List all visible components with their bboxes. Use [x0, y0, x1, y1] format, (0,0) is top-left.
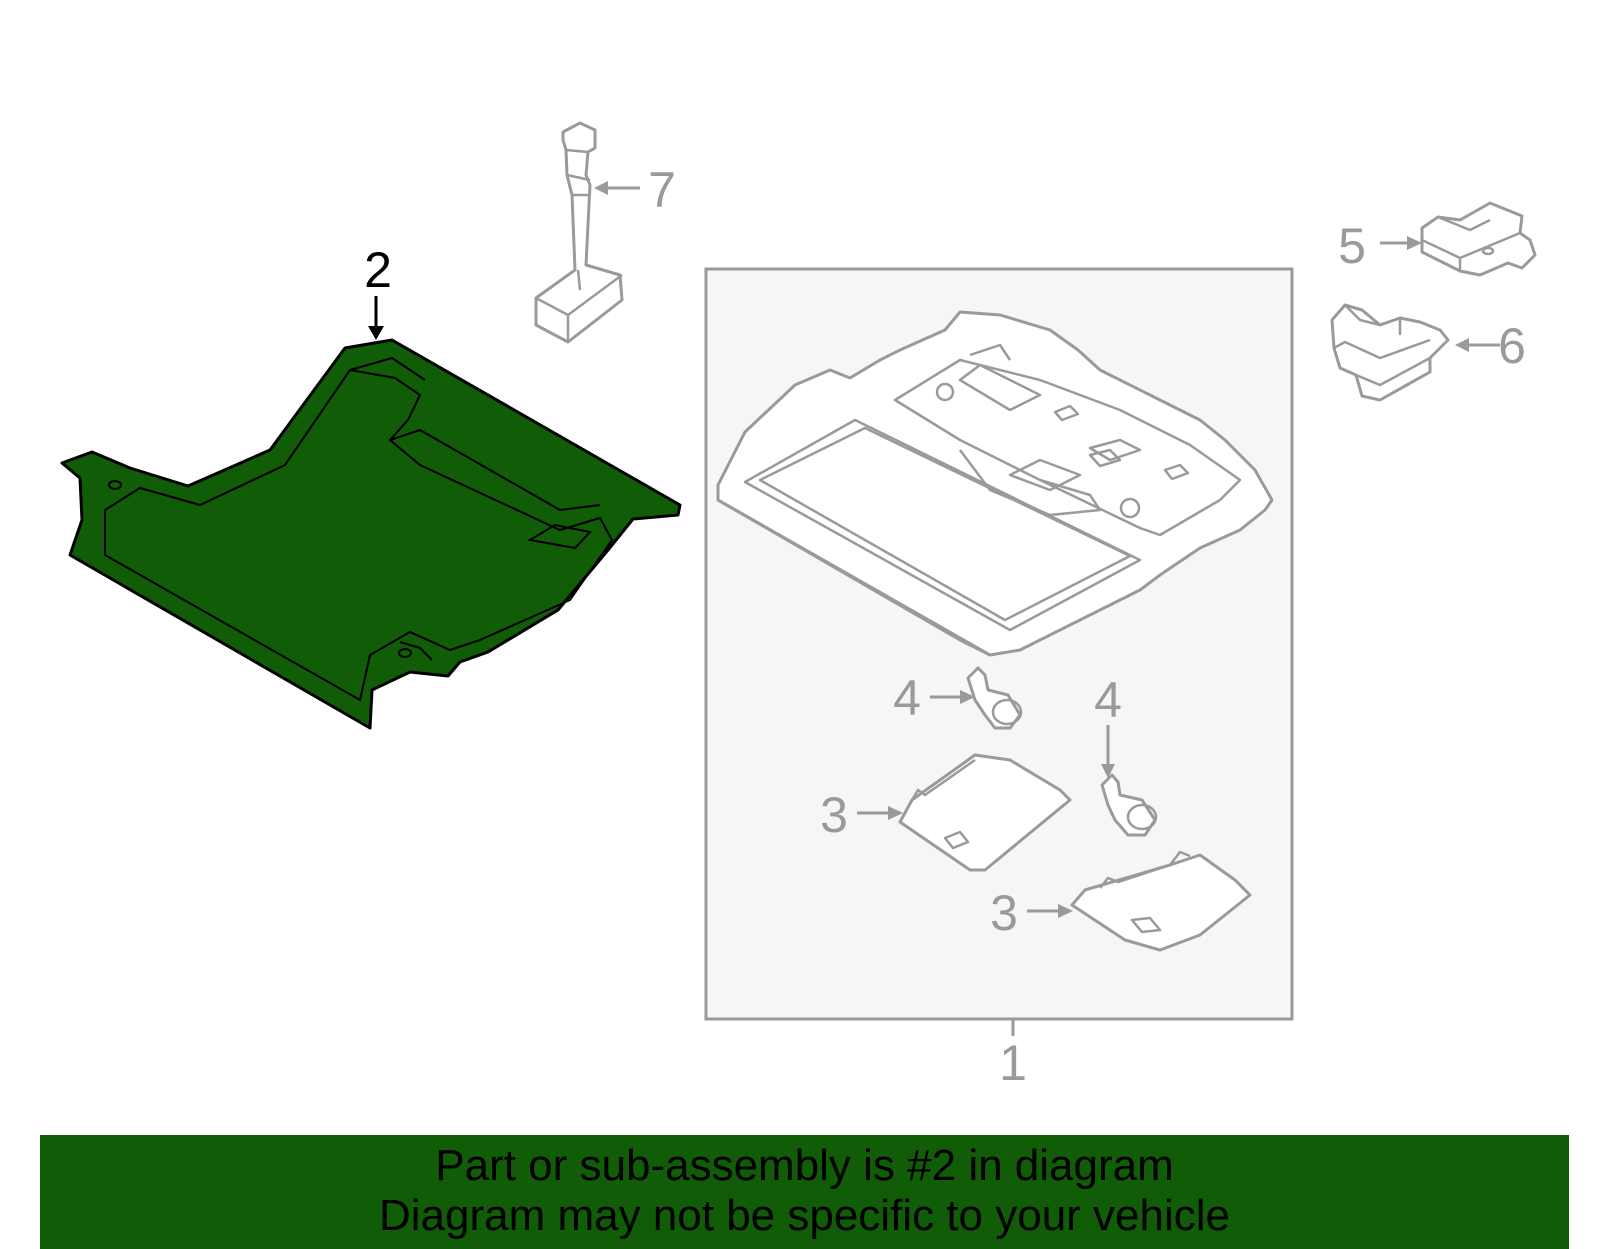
part-4-bulb-right[interactable]	[1100, 773, 1158, 837]
callout-2-label: 2	[364, 242, 392, 298]
info-banner: Part or sub-assembly is #2 in diagram Di…	[40, 1135, 1569, 1249]
callout-3a-arrow	[857, 806, 903, 820]
part-1-overhead-console[interactable]	[716, 310, 1274, 657]
part-6-bracket[interactable]	[1330, 303, 1450, 402]
callout-4a-arrow	[930, 690, 975, 704]
banner-line-2: Diagram may not be specific to your vehi…	[378, 1191, 1231, 1240]
part-3-lens-upper[interactable]	[898, 753, 1072, 872]
callout-4b-arrow	[1101, 725, 1115, 778]
part-4-bulb-left[interactable]	[966, 666, 1023, 730]
callout-5-label: 5	[1338, 218, 1366, 274]
callout-4a-label: 4	[893, 670, 921, 726]
console-frame-line	[717, 498, 991, 657]
part-5-sensor[interactable]	[1420, 201, 1537, 277]
callout-3b-label: 3	[990, 885, 1018, 941]
part-3-lens-lower[interactable]	[1070, 850, 1252, 952]
callout-6-arrow	[1455, 338, 1500, 352]
callout-1-label: 1	[999, 1035, 1027, 1091]
callout-4b-label: 4	[1094, 672, 1122, 728]
callout-2-arrow	[368, 296, 384, 340]
callout-6-label: 6	[1498, 318, 1526, 374]
part-2-panel[interactable]	[60, 338, 682, 730]
banner-line-1: Part or sub-assembly is #2 in diagram	[435, 1141, 1174, 1190]
callout-3a-label: 3	[820, 787, 848, 843]
callout-7-arrow	[594, 181, 640, 195]
part-7-harness[interactable]	[534, 121, 624, 344]
callout-7-label: 7	[648, 162, 676, 218]
callout-5-arrow	[1380, 236, 1422, 250]
callout-3b-arrow	[1027, 904, 1073, 918]
